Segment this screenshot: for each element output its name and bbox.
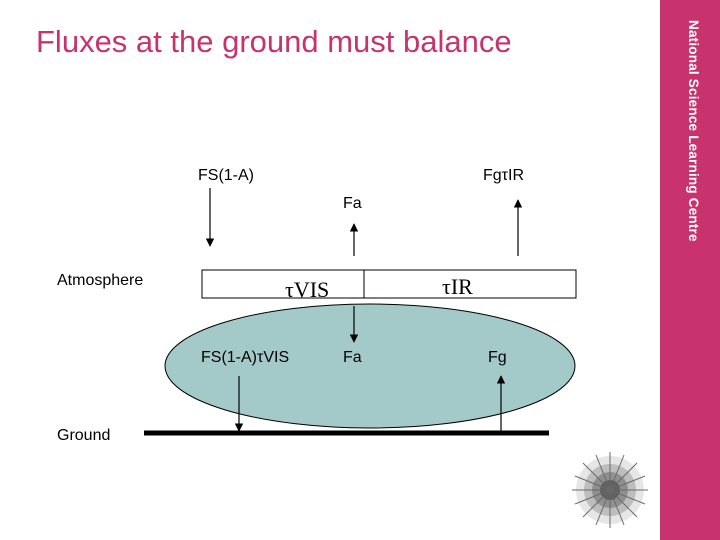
atmosphere-layer-box — [201, 269, 577, 299]
brand-sidebar — [660, 0, 720, 540]
ground-emission-label: Fg — [488, 349, 507, 366]
atmosphere-label: Atmosphere — [57, 272, 144, 289]
atmosphere-emission-up-label: Fa — [343, 195, 362, 212]
slide-title: Fluxes at the ground must balance — [36, 24, 512, 59]
solar-flux-label: FS(1-A) — [198, 167, 254, 184]
atmosphere-emission-down-label: Fa — [343, 349, 362, 366]
ground-label: Ground — [57, 427, 111, 444]
logo-sphere-graphic — [572, 452, 648, 528]
ir-transmission-label: τIR — [442, 274, 473, 299]
visible-transmission-label: τVIS — [285, 277, 330, 302]
solar-at-ground-label: FS(1-A)τVIS — [201, 349, 290, 366]
ground-ir-transmitted-label: FgτIR — [483, 167, 524, 184]
ground-ellipse — [164, 303, 576, 429]
